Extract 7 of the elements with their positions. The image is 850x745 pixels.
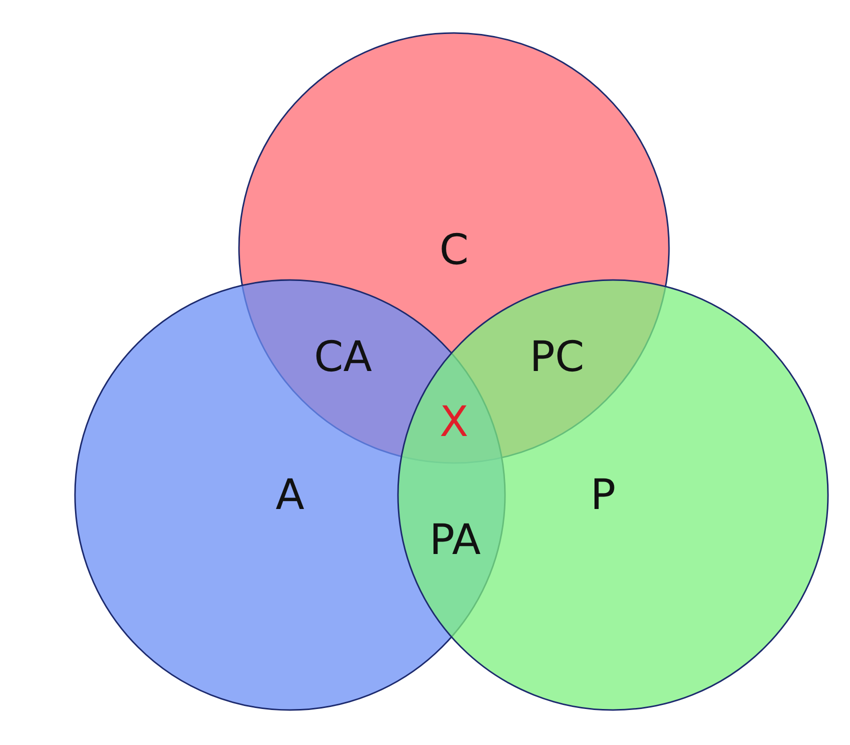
region-label: X [440,401,468,443]
set-label: C [439,229,469,271]
set-label: P [590,474,616,516]
set-label: A [276,474,304,516]
region-label: CA [314,336,372,378]
region-label: PC [530,336,584,378]
region-label: PA [429,519,481,561]
